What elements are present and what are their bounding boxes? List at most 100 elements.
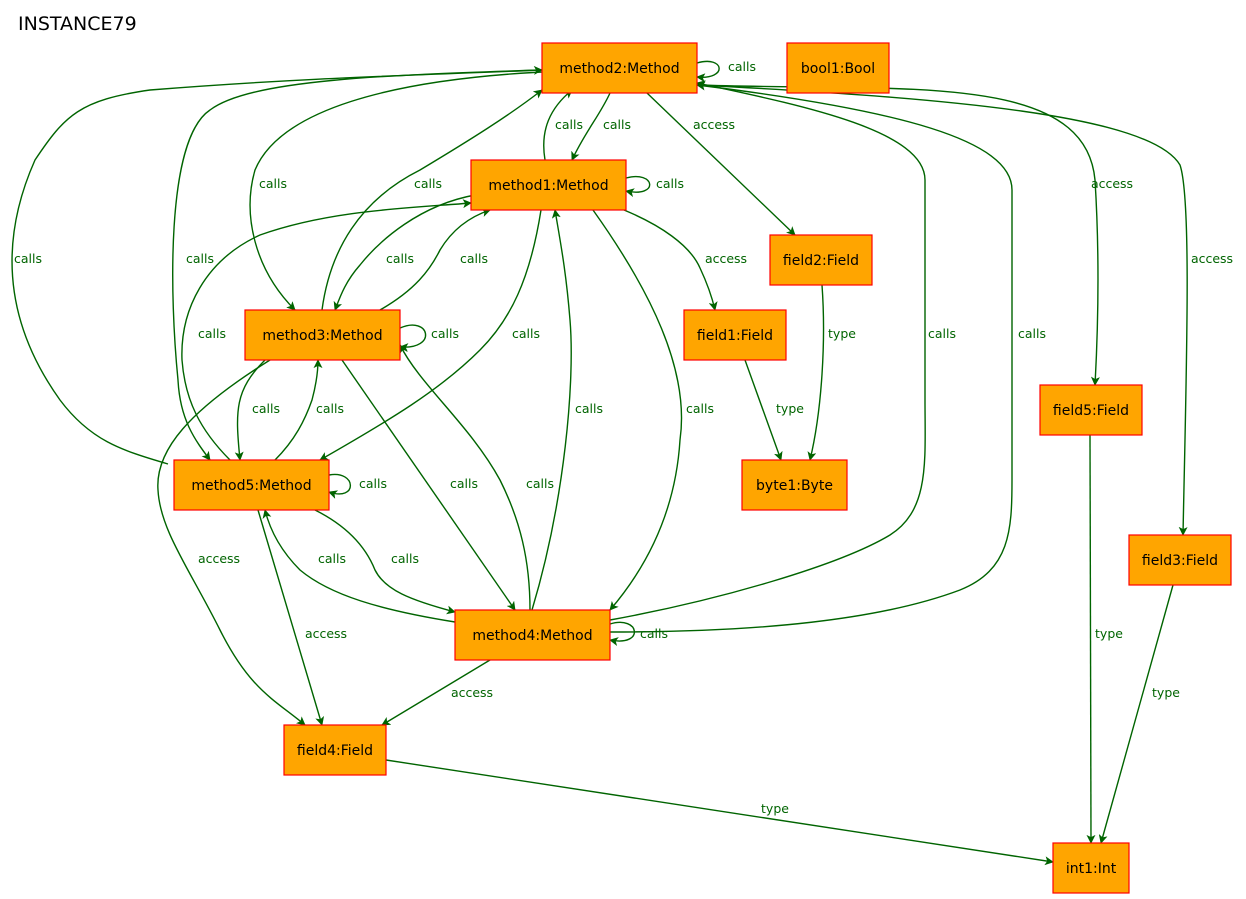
edge-label: calls	[656, 176, 684, 191]
node-label: method3:Method	[262, 328, 382, 344]
node-label: field2:Field	[783, 253, 859, 269]
edge-label: calls	[252, 401, 280, 416]
edge-line	[381, 659, 491, 726]
edge-method3-to-method1: calls	[379, 208, 491, 311]
edge-line	[11, 65, 543, 465]
node-bool1: bool1:Bool	[786, 42, 890, 94]
edge-method2-to-field3: access	[696, 84, 1233, 536]
edge-field2-to-byte1: type	[807, 284, 856, 461]
edge-method2-to-method4: calls	[609, 81, 1046, 633]
edge-method2-to-method3: calls	[249, 71, 543, 311]
edge-line	[543, 89, 573, 161]
node-field5: field5:Field	[1039, 384, 1143, 436]
node-byte1: byte1:Byte	[741, 459, 848, 511]
edge-line	[399, 344, 531, 611]
node-box	[454, 609, 611, 661]
edge-method5-to-method5: calls	[328, 473, 387, 499]
edge-label: access	[451, 685, 493, 700]
edge-label: calls	[512, 326, 540, 341]
edge-label: calls	[603, 117, 631, 132]
edge-label: type	[1152, 685, 1180, 700]
edge-line	[399, 324, 427, 353]
node-label: method1:Method	[488, 178, 608, 194]
node-method4: method4:Method	[454, 609, 611, 661]
edge-label: calls	[359, 476, 387, 491]
edge-label: calls	[198, 326, 226, 341]
node-box	[173, 459, 330, 511]
edge-method5-to-method2: calls	[11, 65, 543, 465]
node-box	[683, 309, 787, 361]
edge-method1-to-method2: calls	[543, 89, 583, 161]
edge-line	[609, 621, 636, 646]
edge-label: access	[1091, 176, 1133, 191]
edge-label: calls	[460, 251, 488, 266]
edge-line	[319, 209, 542, 461]
node-label: int1:Int	[1066, 861, 1117, 877]
edge-label: calls	[450, 476, 478, 491]
edge-line	[1098, 584, 1174, 844]
edge-label: calls	[640, 626, 668, 641]
edge-method5-to-method4: calls	[314, 509, 456, 615]
edge-label: calls	[414, 176, 442, 191]
node-label: bool1:Bool	[801, 61, 875, 77]
node-field1: field1:Field	[683, 309, 787, 361]
edge-method2-to-method2: calls	[696, 59, 756, 83]
node-box	[1039, 384, 1143, 436]
edge-field1-to-byte1: type	[744, 359, 804, 461]
edge-line	[314, 509, 456, 615]
edge-line	[274, 359, 323, 461]
edge-method3-to-field4: access	[157, 359, 306, 726]
edge-line	[157, 359, 306, 726]
edge-label: type	[828, 326, 856, 341]
edge-line	[181, 199, 472, 461]
node-box	[786, 42, 890, 94]
edge-method1-to-method5: calls	[319, 209, 542, 461]
edge-label: access	[693, 117, 735, 132]
edge-line	[1086, 434, 1096, 844]
edge-line	[333, 194, 476, 311]
node-box	[470, 159, 627, 211]
nodes-layer: method2:Method bool1:Bool method1:Method fi…	[173, 42, 1232, 894]
edge-label: type	[1095, 626, 1123, 641]
edge-label: calls	[259, 176, 287, 191]
edge-label: calls	[728, 59, 756, 74]
edge-method1-to-method4: calls	[592, 209, 714, 611]
node-box	[769, 234, 873, 286]
node-box	[283, 724, 387, 776]
edge-method3-to-method5: calls	[234, 359, 280, 461]
edge-label: calls	[431, 326, 459, 341]
node-box	[741, 459, 848, 511]
node-label: field4:Field	[297, 743, 373, 759]
edge-method3-to-method3: calls	[399, 324, 459, 353]
node-label: method5:Method	[191, 478, 311, 494]
edge-line	[696, 60, 720, 83]
edge-label: calls	[316, 401, 344, 416]
edge-method5-to-field4: access	[257, 509, 347, 726]
node-field2: field2:Field	[769, 234, 873, 286]
edge-line	[592, 209, 683, 611]
node-field3: field3:Field	[1128, 534, 1232, 586]
edge-label: calls	[526, 476, 554, 491]
diagram-title: INSTANCE79	[18, 13, 137, 35]
edge-label: calls	[391, 551, 419, 566]
node-method3: method3:Method	[244, 309, 401, 361]
edge-method5-to-method3: calls	[274, 359, 344, 461]
edge-field4-to-int1: type	[385, 759, 1054, 866]
edge-field5-to-int1: type	[1086, 434, 1123, 844]
edge-line	[744, 359, 783, 461]
edge-label: type	[776, 401, 804, 416]
edge-line	[609, 81, 1013, 633]
edge-method4-to-method5: calls	[262, 509, 456, 623]
node-label: field3:Field	[1142, 553, 1218, 569]
edge-method1-to-field1: access	[623, 209, 747, 311]
edge-line	[571, 92, 611, 161]
edge-line	[172, 69, 543, 461]
edge-line	[623, 209, 718, 311]
edge-label: access	[305, 626, 347, 641]
edge-method4-to-field4: access	[381, 659, 493, 726]
node-method5: method5:Method	[173, 459, 330, 511]
edge-line	[531, 209, 572, 611]
node-method2: method2:Method	[541, 42, 698, 94]
edge-label: calls	[928, 326, 956, 341]
